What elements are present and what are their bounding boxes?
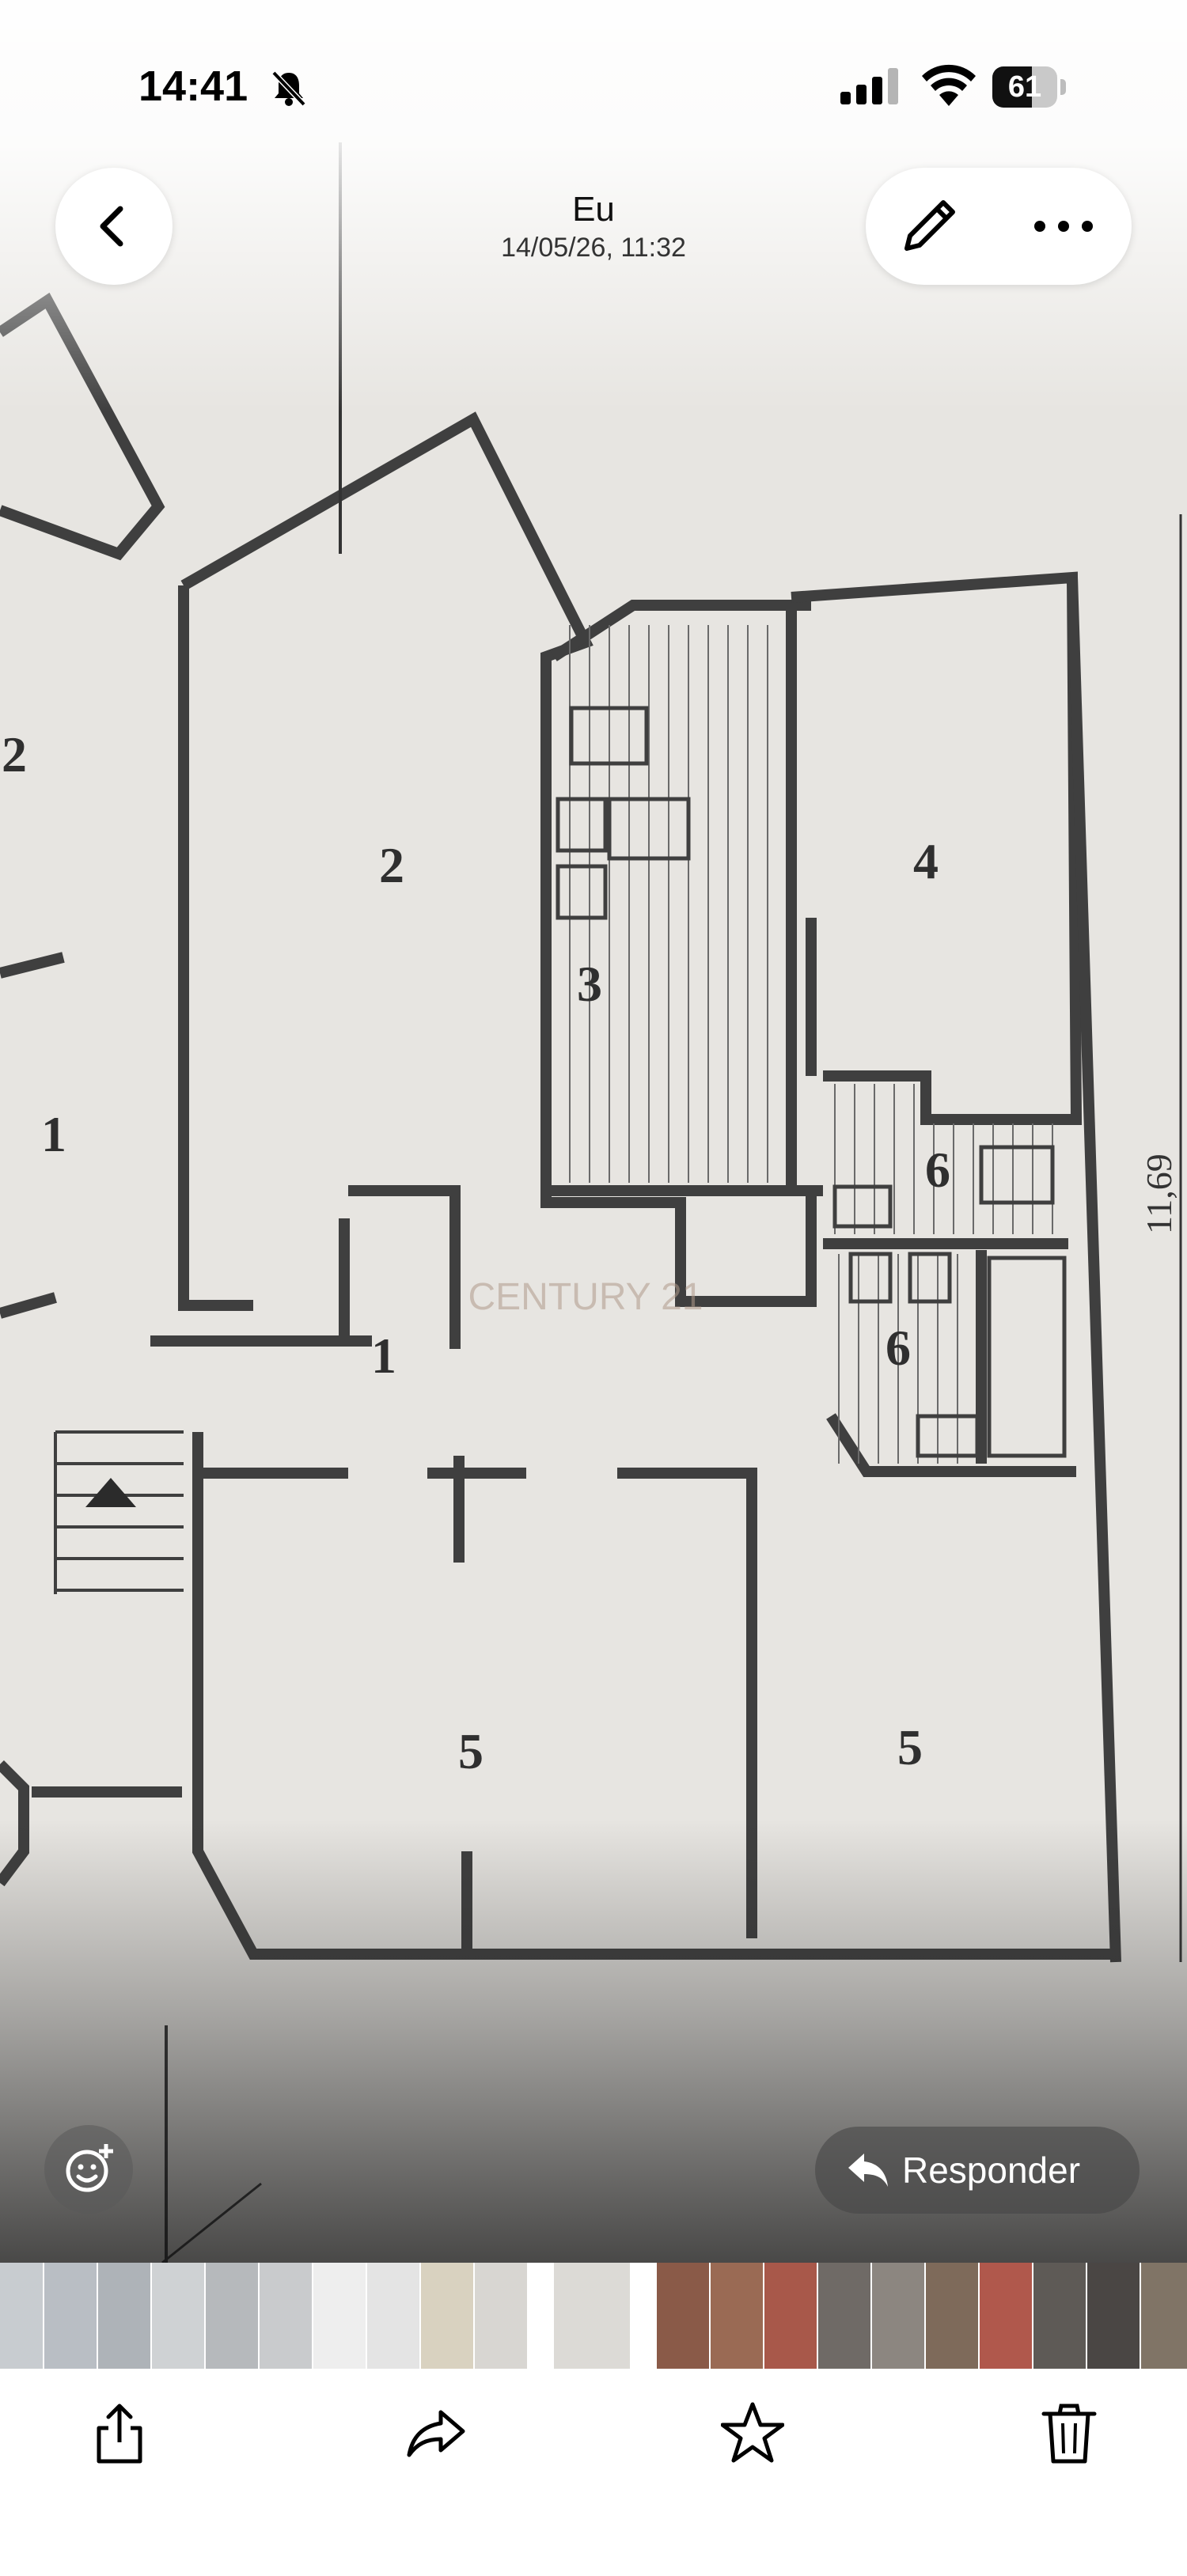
room-label-4: 4 — [913, 833, 939, 889]
share-button[interactable] — [76, 2389, 163, 2476]
thumbnail[interactable] — [764, 2263, 817, 2369]
thumbnail-selected[interactable] — [554, 2263, 630, 2369]
reply-arrow-icon — [848, 2154, 888, 2187]
ellipsis-icon — [1034, 221, 1093, 232]
thumbnail[interactable] — [872, 2263, 924, 2369]
thumbnail[interactable] — [711, 2263, 763, 2369]
share-icon — [97, 2404, 142, 2464]
thumbnail[interactable] — [926, 2263, 978, 2369]
thumbnail[interactable] — [367, 2263, 419, 2369]
actions-pill — [866, 168, 1132, 285]
message-photo[interactable]: 2 2 3 4 1 1 6 6 5 5 11,69 CENTURY 21 — [0, 0, 1187, 2263]
room-label-1a: 1 — [41, 1106, 66, 1162]
pencil-icon — [904, 200, 955, 251]
chat-title: Eu — [572, 190, 615, 229]
room-label-6a: 6 — [925, 1142, 950, 1198]
thumbnail[interactable] — [421, 2263, 473, 2369]
battery-level: 61 — [1007, 70, 1042, 104]
thumbnail[interactable] — [152, 2263, 204, 2369]
star-icon — [721, 2402, 784, 2463]
react-button[interactable] — [44, 2125, 133, 2214]
thumbnail[interactable] — [206, 2263, 258, 2369]
star-button[interactable] — [709, 2389, 796, 2476]
thumbnail[interactable] — [657, 2263, 709, 2369]
thumbnail[interactable] — [1087, 2263, 1140, 2369]
room-label-6b: 6 — [886, 1320, 911, 1376]
media-filmstrip[interactable] — [0, 2263, 1187, 2369]
wifi-icon — [922, 64, 976, 106]
forward-icon — [407, 2410, 465, 2457]
chevron-left-icon — [100, 206, 123, 247]
side-dimension-text: 11,69 — [1139, 1154, 1179, 1234]
more-button[interactable] — [1024, 195, 1103, 258]
thumbnail[interactable] — [0, 2263, 43, 2369]
room-label-3: 3 — [577, 956, 602, 1012]
room-label-1b: 1 — [371, 1328, 396, 1384]
thumbnail[interactable] — [980, 2263, 1032, 2369]
thumbnail[interactable] — [818, 2263, 870, 2369]
trash-icon — [1041, 2404, 1097, 2464]
status-time: 14:41 — [138, 63, 248, 110]
room-label-5a: 5 — [458, 1723, 484, 1779]
reply-label: Responder — [902, 2150, 1081, 2191]
forward-button[interactable] — [393, 2389, 480, 2476]
room-label-2a: 2 — [379, 837, 404, 893]
edit-button[interactable] — [897, 195, 961, 258]
thumbnail[interactable] — [98, 2263, 150, 2369]
add-reaction-icon — [66, 2144, 113, 2192]
battery-icon: 61 — [992, 66, 1067, 108]
delete-button[interactable] — [1026, 2389, 1113, 2476]
room-label-5b: 5 — [897, 1719, 923, 1775]
thumbnail[interactable] — [260, 2263, 312, 2369]
thumbnail[interactable] — [1033, 2263, 1086, 2369]
message-timestamp: 14/05/26, 11:32 — [501, 233, 686, 263]
watermark-text: CENTURY 21 — [468, 1276, 703, 1318]
room-label-2b: 2 — [2, 726, 27, 782]
thumbnail[interactable] — [313, 2263, 366, 2369]
back-button[interactable] — [55, 168, 173, 285]
cellular-signal-icon — [840, 68, 898, 104]
bottom-toolbar — [0, 2369, 1187, 2576]
thumbnail[interactable] — [475, 2263, 527, 2369]
thumbnail[interactable] — [1141, 2263, 1187, 2369]
bell-slash-icon — [271, 70, 306, 107]
reply-button[interactable]: Responder — [815, 2127, 1140, 2214]
thumbnail[interactable] — [44, 2263, 97, 2369]
